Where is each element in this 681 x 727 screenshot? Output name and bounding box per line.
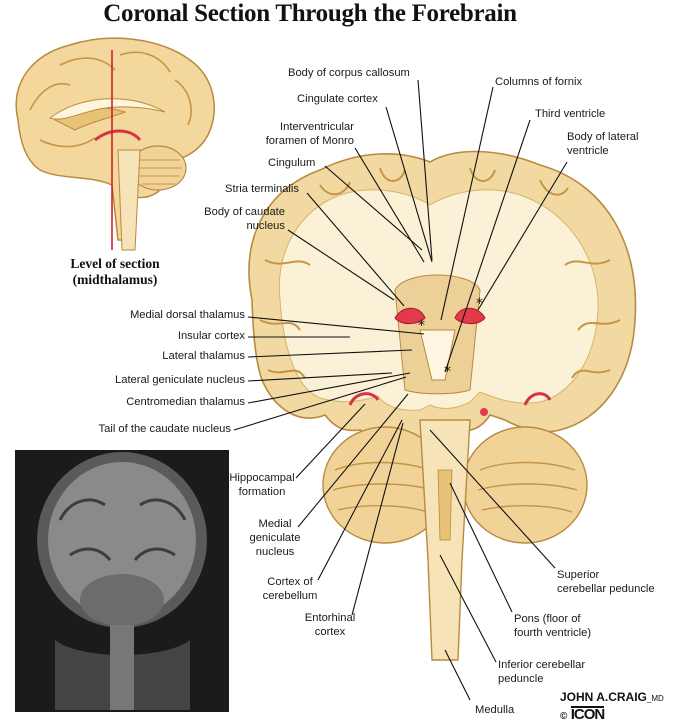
level-of-section-caption: Level of section (midthalamus) — [40, 256, 190, 288]
label-lateral-thalamus: Lateral thalamus — [162, 350, 245, 362]
label-sup-peduncle-line1: Superior — [557, 569, 600, 581]
label-medial-geniculate-line1: Medial — [258, 518, 292, 530]
label-lateral-ventricle-line2: ventricle — [567, 145, 609, 157]
label-third-ventricle: Third ventricle — [535, 108, 606, 120]
label-foramen-line1: Interventricular — [280, 121, 354, 133]
label-inferior-cerebellar-peduncle: Inferior cerebellar peduncle — [498, 658, 585, 686]
label-caudate-body-line2: nucleus — [246, 220, 285, 232]
label-pons-line1: Pons (floor of — [514, 613, 581, 625]
label-hippocampal-line1: Hippocampal — [229, 472, 295, 484]
label-centromedian-thalamus: Centromedian thalamus — [126, 396, 245, 408]
label-hippocampal-formation: Hippocampal formation — [222, 471, 302, 499]
level-caption-line2: (midthalamus) — [72, 272, 158, 287]
label-hippocampal-line2: formation — [238, 486, 286, 498]
label-lateral-ventricle-line1: Body of lateral — [567, 131, 639, 143]
label-cerebellum-cortex-line2: cerebellum — [262, 590, 318, 602]
label-cingulum: Cingulum — [268, 157, 316, 169]
label-sup-peduncle-line2: cerebellar peduncle — [557, 583, 655, 595]
svg-text:*: * — [444, 364, 451, 380]
label-caudate-body-line1: Body of caudate — [204, 206, 285, 218]
signature-name: JOHN A.CRAIG — [560, 690, 647, 704]
signature-copyright: © — [560, 711, 568, 722]
label-stria-terminalis: Stria terminalis — [225, 183, 299, 195]
label-medial-geniculate-line3: nucleus — [255, 546, 295, 558]
signature-suffix: _MD — [646, 694, 664, 703]
label-cingulate-cortex: Cingulate cortex — [297, 93, 378, 105]
label-medial-geniculate: Medial geniculate nucleus — [240, 517, 310, 559]
label-corpus-callosum: Body of corpus callosum — [288, 67, 410, 79]
label-cerebellum-cortex: Cortex of cerebellum — [250, 575, 330, 603]
label-entorhinal-line1: Entorhinal — [304, 612, 356, 624]
label-pons-line2: fourth ventricle) — [514, 627, 592, 639]
mri-thumbnail — [15, 450, 229, 712]
label-insular-cortex: Insular cortex — [177, 330, 245, 342]
svg-text:*: * — [476, 296, 483, 312]
label-superior-cerebellar-peduncle: Superior cerebellar peduncle — [557, 568, 655, 596]
leader-lines — [233, 79, 568, 701]
coronal-section: * * * — [248, 150, 637, 661]
label-interventricular-foramen: Interventricular foramen of Monro — [254, 120, 354, 148]
label-columns-of-fornix: Columns of fornix — [495, 76, 583, 88]
label-inf-peduncle-line1: Inferior cerebellar — [498, 659, 586, 671]
label-medulla: Medulla — [475, 704, 515, 716]
label-caudate-body: Body of caudate nucleus — [180, 205, 285, 233]
label-inf-peduncle-line2: peduncle — [498, 673, 544, 685]
icon-logo: ICON — [570, 706, 605, 723]
page-title: Coronal Section Through the Forebrain — [103, 0, 517, 27]
label-medial-dorsal-thalamus: Medial dorsal thalamus — [129, 309, 245, 321]
label-caudate-tail: Tail of the caudate nucleus — [98, 423, 231, 435]
level-caption-line1: Level of section — [70, 256, 160, 271]
artist-signature: JOHN A.CRAIG_MD © ICON — [560, 690, 680, 724]
label-cerebellum-cortex-line1: Cortex of — [267, 576, 313, 588]
label-entorhinal-line2: cortex — [314, 626, 346, 638]
label-entorhinal-cortex: Entorhinal cortex — [290, 611, 370, 639]
label-medial-geniculate-line2: geniculate — [249, 532, 301, 544]
label-lateral-ventricle: Body of lateral ventricle — [567, 130, 639, 158]
label-pons: Pons (floor of fourth ventricle) — [514, 612, 591, 640]
sagittal-brain-inset — [15, 37, 215, 251]
svg-text:*: * — [418, 318, 425, 334]
label-foramen-line2: foramen of Monro — [265, 135, 354, 147]
label-lateral-geniculate: Lateral geniculate nucleus — [115, 374, 245, 386]
